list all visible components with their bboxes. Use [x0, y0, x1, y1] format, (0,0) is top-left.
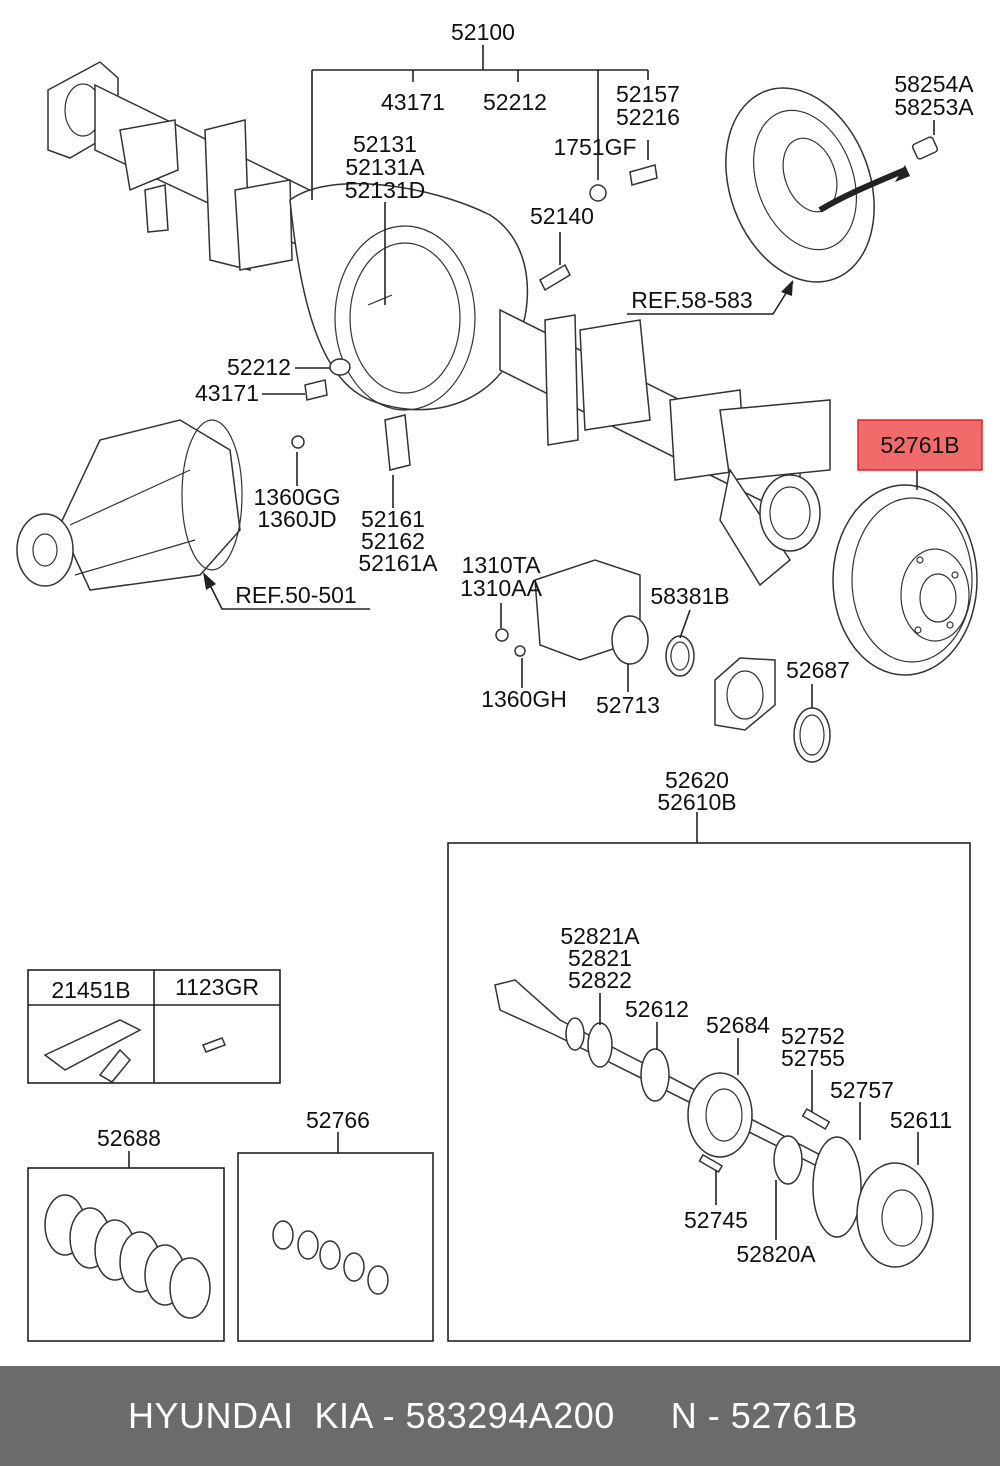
brake-drum-drawing [832, 484, 978, 676]
callout-52157[interactable]: 52157 [616, 81, 680, 107]
callout-52766[interactable]: 52766 [306, 1107, 370, 1133]
callout-1310aa[interactable]: 1310AA [460, 575, 543, 601]
kit-box-52766 [237, 1152, 434, 1342]
callout-43171-left[interactable]: 43171 [195, 380, 259, 406]
callout-52745[interactable]: 52745 [684, 1207, 748, 1233]
parts-diagram: 52100 43171 52212 52157 52216 1751GF 582… [16, 19, 983, 1342]
callout-52820a[interactable]: 52820A [736, 1241, 816, 1267]
callout-52161[interactable]: 52161 [361, 506, 425, 532]
footer-brand-part-number: HYUNDAI KIA - 583294A200 [128, 1395, 615, 1436]
callout-52611[interactable]: 52611 [890, 1107, 952, 1133]
ref-58-583[interactable]: REF.58-583 [631, 287, 752, 313]
small-parts-upper [291, 164, 658, 471]
callout-58254a[interactable]: 58254A [894, 71, 974, 97]
callout-1310ta[interactable]: 1310TA [462, 552, 542, 578]
callout-52821a[interactable]: 52821A [560, 923, 640, 949]
callout-52131a[interactable]: 52131A [345, 154, 425, 180]
callout-52821[interactable]: 52821 [568, 945, 632, 971]
callout-52131d[interactable]: 52131D [345, 177, 426, 203]
callout-1360gg[interactable]: 1360GG [254, 484, 341, 510]
kit-box-52688 [27, 1167, 225, 1342]
ref-50-501[interactable]: REF.50-501 [235, 582, 356, 608]
callout-52687[interactable]: 52687 [786, 657, 850, 683]
axle-housing-drawing [47, 61, 831, 587]
callout-labels: 52100 43171 52212 52157 52216 1751GF 582… [51, 19, 974, 1267]
highlight-box-border [857, 419, 983, 471]
callout-52620[interactable]: 52620 [665, 767, 729, 793]
callout-52755[interactable]: 52755 [781, 1045, 845, 1071]
callout-52161a[interactable]: 52161A [358, 550, 438, 576]
flange-parts-middle [495, 559, 831, 763]
callout-52131[interactable]: 52131 [353, 131, 417, 157]
callout-52610b[interactable]: 52610B [657, 789, 736, 815]
differential-carrier-drawing [16, 419, 243, 591]
callout-52752[interactable]: 52752 [781, 1023, 845, 1049]
callout-52216[interactable]: 52216 [616, 104, 680, 130]
callout-1123gr[interactable]: 1123GR [175, 974, 259, 1000]
callout-52212-left[interactable]: 52212 [227, 354, 291, 380]
callout-58381b[interactable]: 58381B [650, 583, 729, 609]
callout-52688[interactable]: 52688 [97, 1125, 161, 1151]
callout-52761b[interactable]: 52761B [880, 432, 959, 458]
callout-52684[interactable]: 52684 [706, 1012, 770, 1038]
callout-52162[interactable]: 52162 [361, 528, 425, 554]
callout-52713[interactable]: 52713 [596, 692, 660, 718]
callout-21451b[interactable]: 21451B [51, 977, 130, 1003]
callout-58253a[interactable]: 58253A [894, 94, 974, 120]
callout-52140[interactable]: 52140 [530, 203, 594, 229]
callout-1360gh[interactable]: 1360GH [481, 686, 567, 712]
callout-52212-top[interactable]: 52212 [483, 89, 547, 115]
backing-plate-drawing [725, 87, 939, 283]
callout-43171-top[interactable]: 43171 [381, 89, 445, 115]
footer-bar: HYUNDAI KIA - 583294A200 N - 52761B [0, 1366, 1000, 1466]
callout-1751gf[interactable]: 1751GF [553, 134, 636, 160]
kit-box-21451b-1123gr [27, 969, 281, 1084]
callout-52822[interactable]: 52822 [568, 967, 632, 993]
leader-lines [128, 45, 935, 1240]
highlight-box [858, 420, 982, 470]
callout-1360jd[interactable]: 1360JD [257, 506, 336, 532]
callout-52757[interactable]: 52757 [830, 1077, 894, 1103]
callout-52612[interactable]: 52612 [625, 996, 689, 1022]
axle-shaft-box [447, 842, 971, 1342]
callout-52100[interactable]: 52100 [451, 19, 515, 45]
footer-diagram-number: N - 52761B [670, 1395, 858, 1436]
axle-shaft-drawing [494, 979, 934, 1268]
